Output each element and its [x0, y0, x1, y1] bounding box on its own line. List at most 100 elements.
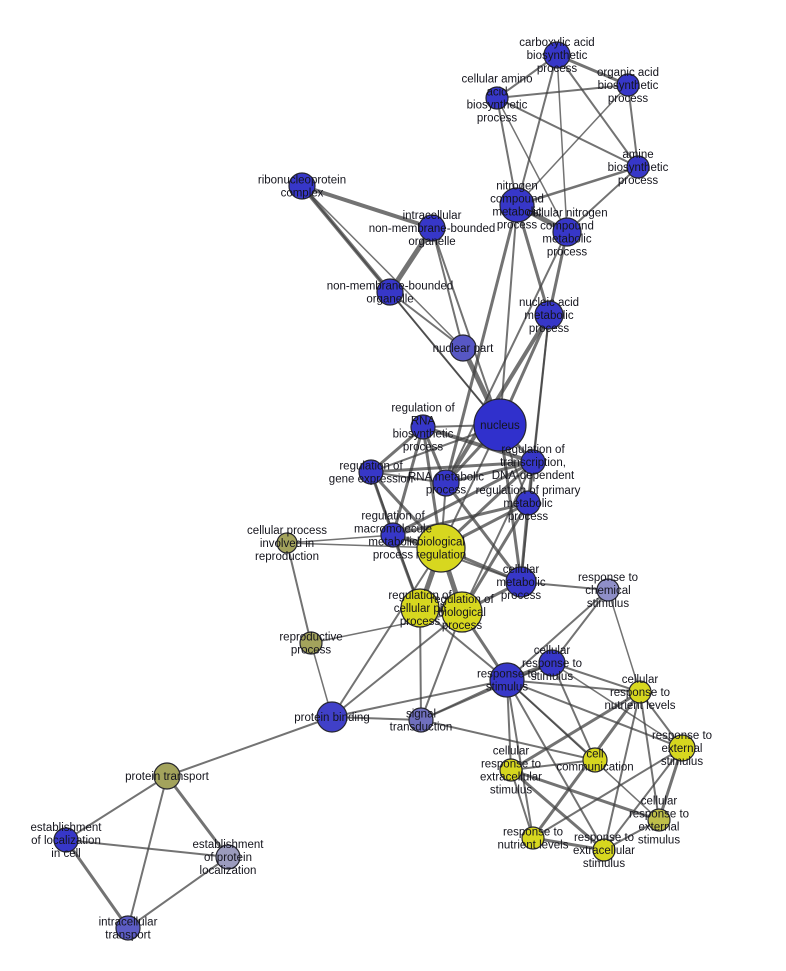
graph-edge-non-membrane-bounded-organelle--nucleus — [389, 291, 501, 426]
graph-edge-cellular-response-to-nutrient-levels--response-to-extracellular-stimulus — [603, 691, 641, 851]
graph-node-cellular-process-involved-in-reproduction[interactable] — [276, 532, 298, 554]
graph-edge-protein-transport--establishment-of-localization-in-cell — [65, 775, 168, 841]
graph-node-establishment-of-localization-in-cell[interactable] — [53, 827, 79, 853]
graph-edge-protein-transport--establishment-of-protein-localization — [165, 774, 230, 859]
graph-edge-regulation-of-primary-metabolic-process--regulation-of-biological-process — [460, 501, 530, 614]
graph-node-cellular-nitrogen-compound-metabolic-process[interactable] — [552, 217, 582, 247]
node-layer — [53, 41, 696, 941]
graph-edge-cellular-response-to-extracellular-stimulus--response-to-extracellular-stimulus — [509, 768, 606, 852]
graph-edge-ribonucleoprotein-complex--nuclear-part — [301, 185, 464, 349]
graph-node-cell-communication[interactable] — [582, 747, 608, 773]
graph-edge-regulation-of-biological-process--protein-binding — [331, 611, 463, 718]
graph-edge-non-membrane-bounded-organelle--nuclear-part — [389, 291, 464, 349]
graph-edge-cellular-response-to-stimulus--cell-communication — [551, 662, 596, 761]
graph-node-response-to-nutrient-levels[interactable] — [521, 826, 545, 850]
graph-node-response-to-extracellular-stimulus[interactable] — [592, 838, 616, 862]
graph-node-regulation-of-rna-biosynthetic-process[interactable] — [410, 414, 436, 440]
graph-edge-organic-acid-biosynthetic-process--nitrogen-compound-metabolic-process — [516, 84, 629, 206]
graph-edge-rna-metabolic-process--cellular-metabolic-process — [444, 481, 523, 584]
graph-edge-response-to-stimulus--response-to-nutrient-levels — [506, 679, 534, 839]
graph-edge-response-to-external-stimulus--response-to-nutrient-levels — [532, 747, 683, 839]
graph-edge-biological-regulation--protein-binding — [331, 547, 442, 718]
graph-edge-regulation-of-biological-process--reproductive-process — [310, 611, 463, 644]
graph-node-cellular-metabolic-process[interactable] — [505, 566, 537, 598]
graph-edge-biological-regulation--cellular-process-involved-in-reproduction — [286, 542, 442, 549]
graph-node-cellular-response-to-extracellular-stimulus[interactable] — [499, 758, 523, 782]
graph-edge-amine-biosynthetic-process--cellular-nitrogen-compound-metabolic-process — [566, 166, 639, 233]
graph-node-intracellular-non-membrane-bounded-organelle[interactable] — [418, 214, 446, 242]
graph-edge-regulation-of-transcription-dna-dependent--rna-metabolic-process — [444, 460, 535, 485]
graph-node-cellular-response-to-external-stimulus[interactable] — [647, 808, 671, 832]
graph-edge-intracellular-non-membrane-bounded-organelle--nuclear-part — [431, 227, 464, 349]
graph-edge-nitrogen-compound-metabolic-process--nucleic-acid-metabolic-process — [515, 203, 551, 317]
graph-edge-regulation-of-rna-biosynthetic-process--regulation-of-macromolecule-metabolic-process — [391, 425, 425, 537]
graph-node-carboxylic-acid-biosynthetic-process[interactable] — [543, 41, 571, 69]
graph-edge-regulation-of-macromolecule-metabolic-process--cellular-process-involved-in-reproduction — [286, 534, 394, 544]
graph-node-rna-metabolic-process[interactable] — [432, 469, 460, 497]
graph-node-nitrogen-compound-metabolic-process[interactable] — [499, 187, 535, 223]
graph-edge-carboxylic-acid-biosynthetic-process--nitrogen-compound-metabolic-process — [516, 54, 558, 206]
graph-node-nucleus[interactable] — [473, 398, 527, 452]
graph-node-regulation-of-biological-process[interactable] — [441, 591, 483, 633]
graph-node-biological-regulation[interactable] — [416, 523, 466, 573]
graph-node-organic-acid-biosynthetic-process[interactable] — [616, 73, 640, 97]
graph-edge-cellular-response-to-nutrient-levels--cellular-response-to-extracellular-stimulus — [509, 690, 642, 772]
graph-node-regulation-of-gene-expression[interactable] — [358, 459, 384, 485]
graph-edge-cellular-process-involved-in-reproduction--reproductive-process — [286, 542, 312, 644]
graph-node-signal-transduction[interactable] — [408, 707, 434, 733]
graph-edge-cellular-amino-acid-biosynthetic-process--amine-biosynthetic-process — [496, 97, 639, 168]
graph-edge-organic-acid-biosynthetic-process--cellular-amino-acid-biosynthetic-process — [496, 84, 629, 99]
graph-node-regulation-of-cellular-physiological-process[interactable] — [400, 588, 440, 628]
graph-node-regulation-of-macromolecule-metabolic-process[interactable] — [380, 522, 406, 548]
graph-node-response-to-external-stimulus[interactable] — [668, 734, 696, 762]
graph-edge-cellular-amino-acid-biosynthetic-process--cellular-nitrogen-compound-metabolic-process — [496, 97, 568, 233]
graph-edge-cellular-amino-acid-biosynthetic-process--nitrogen-compound-metabolic-process — [496, 97, 518, 206]
graph-edge-cellular-response-to-extracellular-stimulus--cellular-response-to-external-stimulus — [509, 768, 661, 822]
graph-edge-protein-binding--protein-transport — [166, 716, 333, 777]
graph-edge-intracellular-non-membrane-bounded-organelle--nucleus — [431, 227, 501, 426]
graph-node-response-to-stimulus[interactable] — [489, 662, 525, 698]
graph-node-regulation-of-primary-metabolic-process[interactable] — [515, 490, 541, 516]
graph-node-protein-transport[interactable] — [153, 762, 181, 790]
graph-node-cellular-amino-acid-biosynthetic-process[interactable] — [485, 86, 509, 110]
graph-node-cellular-response-to-stimulus[interactable] — [538, 649, 566, 677]
graph-edge-establishment-of-localization-in-cell--intracellular-transport — [64, 838, 130, 930]
graph-node-ribonucleoprotein-complex[interactable] — [288, 172, 316, 200]
graph-edge-protein-transport--intracellular-transport — [127, 775, 168, 929]
graph-edge-establishment-of-localization-in-cell--establishment-of-protein-localization — [65, 839, 229, 858]
graph-edge-response-to-stimulus--response-to-external-stimulus — [506, 679, 683, 749]
graph-edge-response-to-chemical-stimulus--cellular-response-to-stimulus — [551, 589, 609, 664]
graph-edge-cellular-response-to-nutrient-levels--cellular-response-to-external-stimulus — [639, 691, 660, 821]
graph-edge-response-to-stimulus--protein-binding — [331, 679, 508, 718]
graph-edge-regulation-of-transcription-dna-dependent--regulation-of-gene-expression — [369, 460, 535, 474]
graph-edge-cellular-response-to-stimulus--cellular-response-to-nutrient-levels — [551, 662, 641, 693]
edge-layer — [64, 53, 684, 930]
graph-edge-organic-acid-biosynthetic-process--amine-biosynthetic-process — [627, 84, 639, 168]
graph-edge-regulation-of-primary-metabolic-process--regulation-of-macromolecule-metabolic-process — [391, 501, 530, 537]
graph-edge-response-to-stimulus--cellular-response-to-external-stimulus — [506, 679, 660, 821]
graph-edge-carboxylic-acid-biosynthetic-process--amine-biosynthetic-process — [556, 54, 639, 168]
graph-edge-regulation-of-transcription-dna-dependent--regulation-of-biological-process — [461, 461, 534, 613]
graph-node-non-membrane-bounded-organelle[interactable] — [376, 278, 404, 306]
graph-node-nucleic-acid-metabolic-process[interactable] — [534, 300, 564, 330]
graph-node-amine-biosynthetic-process[interactable] — [626, 155, 650, 179]
graph-node-regulation-of-transcription-dna-dependent[interactable] — [520, 449, 546, 475]
graph-edge-regulation-of-rna-biosynthetic-process--regulation-of-transcription-dna-dependent — [421, 425, 535, 464]
graph-node-protein-binding[interactable] — [316, 701, 348, 733]
graph-edge-response-to-nutrient-levels--response-to-extracellular-stimulus — [531, 836, 606, 852]
graph-edge-signal-transduction--cell-communication — [420, 719, 596, 761]
graph-node-response-to-chemical-stimulus[interactable] — [596, 578, 620, 602]
graph-node-cellular-response-to-nutrient-levels[interactable] — [628, 680, 652, 704]
graph-edge-response-to-chemical-stimulus--cellular-response-to-nutrient-levels — [607, 589, 641, 693]
graph-edge-amine-biosynthetic-process--nitrogen-compound-metabolic-process — [515, 165, 640, 207]
graph-node-reproductive-process[interactable] — [299, 631, 323, 655]
graph-edge-establishment-of-protein-localization--intracellular-transport — [127, 856, 229, 929]
graph-node-intracellular-transport[interactable] — [115, 915, 141, 941]
graph-node-nuclear-part[interactable] — [449, 334, 477, 362]
graph-edge-cellular-response-to-extracellular-stimulus--response-to-nutrient-levels — [510, 769, 534, 839]
graph-edge-cellular-response-to-extracellular-stimulus--cell-communication — [510, 759, 596, 771]
graph-node-establishment-of-protein-localization[interactable] — [215, 844, 241, 870]
graph-edge-response-to-external-stimulus--response-to-extracellular-stimulus — [603, 747, 683, 851]
